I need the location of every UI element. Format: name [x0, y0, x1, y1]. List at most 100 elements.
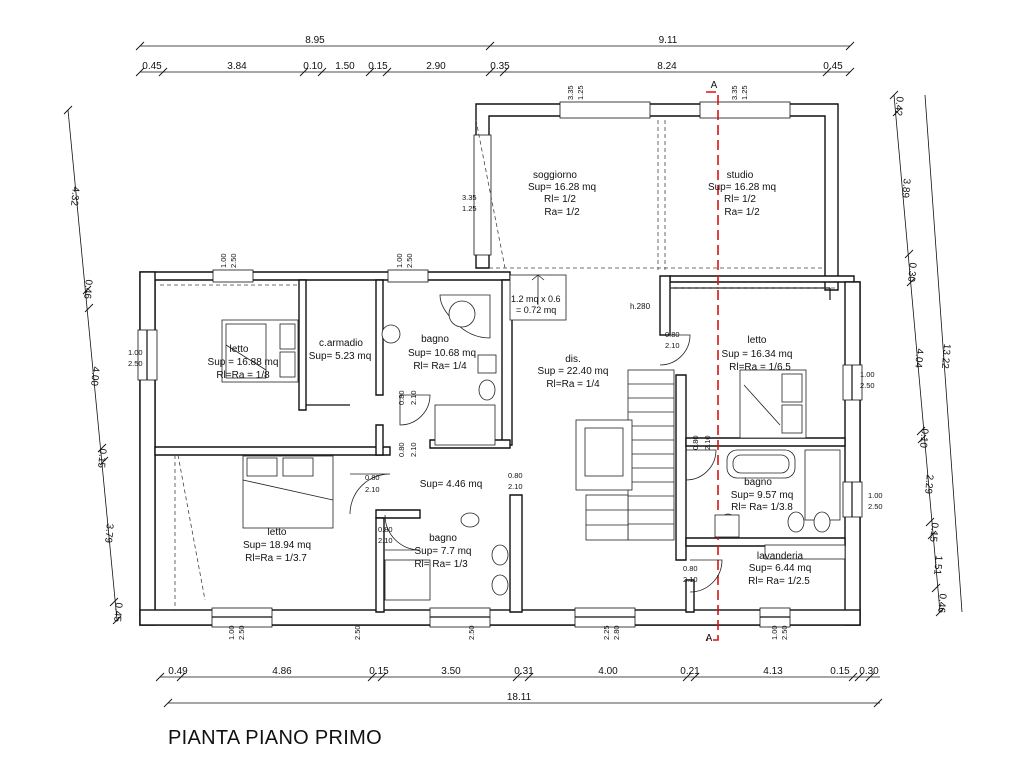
room-label-dis: dis. Sup = 22.40 mq Rl=Ra = 1/4	[538, 354, 609, 390]
dim-top-total-2: 9.11	[659, 35, 678, 46]
room-detail: Sup= 10.68 mq	[408, 348, 476, 359]
left-dimension: 4.32 0.46 4.00 0.15 3.79 0.45	[63, 105, 124, 625]
doors	[349, 334, 723, 593]
room-detail: Sup = 16.88 mq	[208, 357, 279, 368]
room-label-lavanderia: lavanderia Sup= 6.44 mq Rl= Ra= 1/2.5	[748, 551, 811, 587]
door-width: 0.80	[397, 390, 406, 405]
dim-bottom-part: 4.13	[763, 666, 783, 677]
room-label-letto-1: letto Sup = 16.88 mq Rl=Ra = 1/8	[208, 344, 279, 381]
door-height: 2.10	[409, 442, 418, 457]
door-height: 2.10	[665, 341, 680, 350]
room-label-bagno-2: bagno Sup= 7.7 mq Rl= Ra= 1/3	[414, 533, 471, 570]
room-name: lavanderia	[757, 551, 804, 562]
dim-top-part: 0.35	[490, 61, 510, 72]
bed-room-3	[739, 369, 807, 439]
door-height: 2.10	[683, 575, 698, 584]
window-height: 1.25	[462, 204, 477, 213]
dim-right: 0.15	[927, 522, 940, 543]
skylight-line-1: 1.2 mq x 0.6	[511, 294, 561, 304]
room-detail: Sup= 5.23 mq	[309, 351, 372, 362]
interior-walls	[154, 275, 846, 613]
room-name: letto	[268, 527, 287, 538]
room-detail: Rl=Ra = 1/4	[546, 379, 600, 390]
window-width: 1.00	[868, 491, 883, 500]
room-detail: Rl= Ra= 1/4	[413, 361, 467, 372]
dim-right-total: 13.22	[939, 343, 952, 369]
height-label: h.280	[630, 302, 651, 311]
bottom-total-dimension: 18.11	[163, 692, 883, 708]
window-width: 1.00	[860, 370, 875, 379]
window-height: 2.50	[405, 253, 414, 268]
room-detail: Rl= 1/2	[724, 194, 756, 205]
room-detail: Rl= Ra= 1/2.5	[748, 576, 810, 587]
drawing-title: PIANTA PIANO PRIMO	[168, 727, 382, 749]
window-width: 3.35	[730, 85, 739, 100]
room-detail: Rl=Ra = 1/8	[216, 370, 270, 381]
room-label-letto-2: letto Sup= 18.94 mq Rl=Ra = 1/3.7	[243, 527, 311, 564]
dim-top-part: 3.84	[227, 61, 247, 72]
window-openings	[137, 101, 863, 628]
section-line: A A	[706, 80, 719, 644]
dim-top-part: 8.24	[657, 61, 677, 72]
dim-bottom-part: 4.00	[598, 666, 618, 677]
dim-bottom-part: 4.86	[272, 666, 292, 677]
dim-left: 4.32	[68, 186, 81, 207]
room-detail: Ra= 1/2	[724, 207, 760, 218]
right-dimension: 0.42 3.89 0.30 4.04 0.10 2.29 0.15 1.51 …	[889, 90, 963, 617]
room-detail: Sup= 4.46 mq	[420, 479, 483, 490]
dim-right: 0.46	[935, 593, 948, 614]
dim-right: 1.51	[931, 555, 944, 576]
window-height: 2.80	[612, 625, 621, 640]
window-height: 2.50	[353, 625, 362, 640]
room-name: bagno	[744, 477, 772, 488]
door-height: 2.10	[365, 485, 380, 494]
room-name: letto	[748, 335, 767, 346]
door-width: 0.80	[378, 525, 393, 534]
window-width: 3.35	[566, 85, 575, 100]
section-label-bottom: A	[706, 633, 713, 644]
door-width: 0.80	[365, 473, 380, 482]
window-height: 2.50	[237, 625, 246, 640]
window-width: 1.00	[770, 625, 779, 640]
dim-bottom-part: 0.30	[859, 666, 879, 677]
room-name: bagno	[421, 334, 449, 345]
room-detail: Rl= Ra= 1/3.8	[731, 502, 793, 513]
dim-top-part: 1.50	[335, 61, 355, 72]
room-detail: Sup= 16.28 mq	[708, 182, 776, 193]
dim-top-total-1: 8.95	[305, 35, 325, 46]
dashed-guides	[160, 119, 838, 610]
room-label-studio: studio Sup= 16.28 mq Rl= 1/2 Ra= 1/2	[708, 170, 776, 218]
window-opening-labels: 1.00 2.50 1.00 2.50 1.00 2.50 3.35 1.25 …	[128, 85, 883, 640]
dim-bottom-part: 0.15	[830, 666, 850, 677]
dim-right: 3.89	[899, 178, 912, 199]
dim-top-part: 0.10	[303, 61, 323, 72]
room-detail: Ra= 1/2	[544, 207, 580, 218]
room-detail: Rl= 1/2	[544, 194, 576, 205]
dim-right: 4.04	[912, 348, 925, 369]
door-height: 2.10	[409, 390, 418, 405]
window-height: 2.50	[128, 359, 143, 368]
room-detail: Rl=Ra = 1/3.7	[245, 553, 307, 564]
window-width: 1.00	[128, 348, 143, 357]
dim-bottom-part: 0.15	[369, 666, 389, 677]
skylight-line-2: = 0.72 mq	[516, 305, 556, 315]
room-name: letto	[230, 344, 249, 355]
room-name: dis.	[565, 354, 581, 365]
dim-top-part: 2.90	[426, 61, 446, 72]
room-detail: Rl= Ra= 1/3	[414, 559, 468, 570]
bed-room-1	[221, 319, 299, 383]
dim-left: 0.15	[95, 448, 108, 469]
door-height: 2.10	[378, 536, 393, 545]
staircase	[575, 369, 675, 541]
room-detail: Sup= 6.44 mq	[749, 563, 812, 574]
skylight: 1.2 mq x 0.6 = 0.72 mq h.280	[509, 274, 651, 321]
dim-left: 0.45	[111, 602, 124, 623]
door-width: 0.80	[397, 442, 406, 457]
dim-left: 3.79	[102, 523, 115, 544]
bottom-partial-dimension: 0.49 4.86 0.15 3.50 0.31 4.00 0.21 4.13 …	[155, 666, 880, 682]
room-label-letto-3: letto Sup = 16.34 mq Rl=Ra = 1/6.5	[722, 335, 793, 373]
dim-top-part: 0.45	[823, 61, 843, 72]
window-height: 2.50	[467, 625, 476, 640]
room-detail: Sup= 16.28 mq	[528, 182, 596, 193]
